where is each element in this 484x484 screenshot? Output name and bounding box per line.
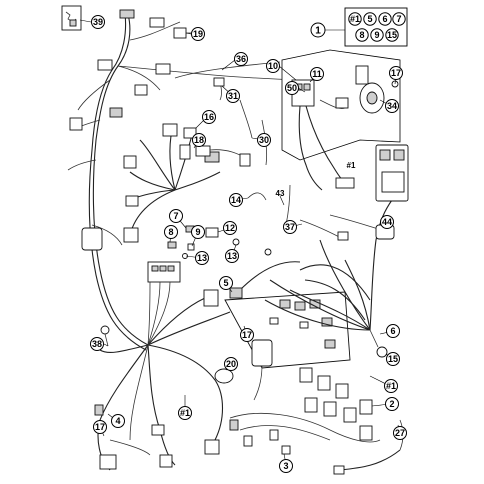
callout-12: 12	[223, 221, 237, 235]
svg-text:13: 13	[227, 251, 237, 261]
callout-44: 44	[380, 215, 394, 229]
callout-38: 38	[90, 337, 104, 351]
callout-15: 15	[386, 352, 400, 366]
svg-text:3: 3	[283, 461, 288, 471]
legend-row-1: #1 5 6 7	[348, 12, 406, 26]
svg-text:17: 17	[242, 330, 252, 340]
branch-cluster-center	[123, 123, 221, 243]
legend-item: #1	[350, 14, 360, 24]
svg-text:4: 4	[115, 416, 120, 426]
callout-34: 34	[385, 99, 399, 113]
svg-text:37: 37	[285, 222, 295, 232]
main-harness-trunk	[67, 9, 301, 351]
relay-bank	[229, 367, 381, 455]
svg-text:5: 5	[223, 278, 228, 288]
legend-main-number: 1	[315, 26, 321, 37]
callout-27: 27	[393, 426, 407, 440]
svg-text:39: 39	[93, 17, 103, 27]
callout-11: 11	[310, 67, 324, 81]
callout-13-left: 13	[195, 251, 209, 265]
svg-text:2: 2	[389, 399, 394, 409]
right-harness	[264, 199, 395, 358]
svg-text:13: 13	[197, 253, 207, 263]
small-parts-group	[167, 225, 240, 259]
callout-1-right: #1	[384, 379, 398, 393]
legend-item: 6	[382, 14, 387, 24]
callout-10: 10	[266, 59, 280, 73]
connector-19	[173, 27, 192, 39]
callout-7: 7	[169, 209, 183, 223]
callout-5: 5	[219, 276, 233, 290]
svg-text:38: 38	[92, 339, 102, 349]
callout-1-bottom: #1	[178, 406, 192, 420]
svg-text:27: 27	[395, 428, 405, 438]
svg-text:34: 34	[387, 101, 397, 111]
callout-39: 39	[91, 15, 105, 29]
label-43: 43	[276, 189, 285, 198]
callout-17-mid: 17	[240, 328, 254, 342]
callout-4: 4	[111, 414, 125, 428]
legend-item: 7	[396, 14, 401, 24]
svg-text:31: 31	[228, 91, 238, 101]
svg-text:8: 8	[168, 227, 173, 237]
svg-text:36: 36	[236, 54, 246, 64]
callout-36: 36	[234, 52, 248, 66]
callout-3: 3	[279, 459, 293, 473]
callout-2: 2	[385, 397, 399, 411]
callout-9: 9	[191, 225, 205, 239]
callout-16: 16	[202, 110, 216, 124]
svg-text:50: 50	[287, 83, 297, 93]
callout-30: 30	[257, 133, 271, 147]
legend-row-2: 8 9 15	[355, 28, 399, 42]
legend-item: 5	[367, 14, 372, 24]
label-1-inset: #1	[347, 161, 356, 170]
legend-item: 15	[387, 30, 397, 40]
lower-left-harness	[94, 297, 231, 471]
svg-text:14: 14	[231, 195, 241, 205]
socket-connector	[251, 339, 273, 367]
callout-50: 50	[285, 81, 299, 95]
callout-17-bottom: 17	[93, 420, 107, 434]
legend-main-ring	[310, 22, 326, 38]
harness-junction-block	[81, 227, 103, 251]
svg-text:#1: #1	[386, 381, 396, 391]
legend-item: 9	[374, 30, 379, 40]
callout-14: 14	[229, 193, 243, 207]
callout-8: 8	[164, 225, 178, 239]
callout-19: 19	[191, 27, 205, 41]
svg-text:20: 20	[226, 359, 236, 369]
connector-20	[214, 339, 273, 401]
svg-text:19: 19	[193, 29, 203, 39]
callout-6: 6	[386, 324, 400, 338]
svg-text:17: 17	[95, 422, 105, 432]
callout-20: 20	[224, 357, 238, 371]
svg-text:11: 11	[312, 69, 322, 79]
item-14	[247, 192, 267, 201]
svg-text:10: 10	[268, 61, 278, 71]
callout-31: 31	[226, 89, 240, 103]
svg-text:18: 18	[194, 135, 204, 145]
legend-item: 8	[359, 30, 364, 40]
connector-16-18	[195, 145, 251, 167]
callout-13-right: 13	[225, 249, 239, 263]
svg-text:16: 16	[204, 112, 214, 122]
plain-labels: 43 #1	[276, 161, 356, 198]
callout-37: 37	[283, 220, 297, 234]
svg-text:7: 7	[173, 211, 178, 221]
svg-text:12: 12	[225, 223, 235, 233]
connector-inset-box	[61, 5, 82, 31]
svg-text:#1: #1	[180, 408, 190, 418]
svg-text:9: 9	[195, 227, 200, 237]
callout-labels: 39 19 36 10 11 50 17 34 31 16 18 30 14 4…	[90, 15, 407, 473]
connector-block	[147, 261, 181, 346]
svg-text:17: 17	[391, 68, 401, 78]
svg-text:15: 15	[388, 354, 398, 364]
svg-text:30: 30	[259, 135, 269, 145]
parts-legend: 1 #1 5 6 7 8 9 15	[310, 7, 408, 47]
callout-18: 18	[192, 133, 206, 147]
callout-17-top: 17	[389, 66, 403, 80]
svg-text:44: 44	[382, 217, 392, 227]
svg-text:6: 6	[390, 326, 395, 336]
